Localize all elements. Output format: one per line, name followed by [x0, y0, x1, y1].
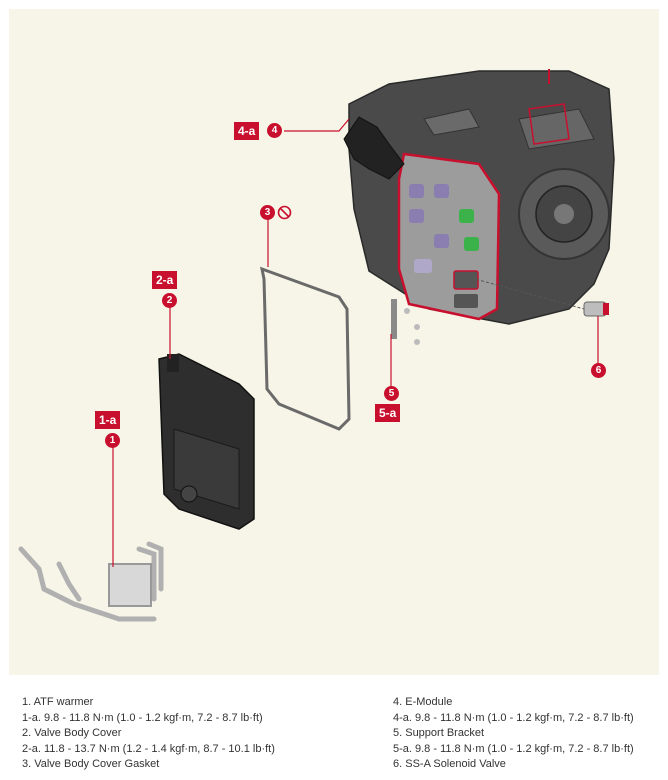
- legend-item: 6. SS-A Solenoid Valve: [393, 758, 506, 770]
- legend-item: 5. Support Bracket: [393, 727, 485, 739]
- solenoid-valve: [583, 301, 609, 317]
- legend-item: 3. Valve Body Cover Gasket: [22, 758, 160, 770]
- legend-item: 2. Valve Body Cover: [22, 727, 122, 739]
- leader-lines: [112, 118, 599, 567]
- legend-item: 4. E-Module: [393, 696, 453, 708]
- gasket: [260, 266, 351, 431]
- legend-item: 4-a. 9.8 - 11.8 N·m (1.0 - 1.2 kgf·m, 7.…: [393, 711, 634, 724]
- support-bracket: [391, 299, 420, 345]
- callout-1a-tag: 1-a: [95, 411, 121, 429]
- callout-4a-tag: 4-a: [234, 122, 260, 140]
- no-reuse-icon: [277, 205, 292, 220]
- callout-2-marker: 2: [162, 293, 177, 308]
- diagram-artwork: [18, 69, 615, 622]
- legend-item: 1. ATF warmer: [22, 696, 94, 708]
- callout-4-marker: 4: [267, 123, 282, 138]
- atf-warmer: [18, 541, 164, 622]
- legend-item: 1-a. 9.8 - 11.8 N·m (1.0 - 1.2 kgf·m, 7.…: [22, 711, 263, 724]
- callout-3-marker: 3: [260, 205, 275, 220]
- legend-item: 5-a. 9.8 - 11.8 N·m (1.0 - 1.2 kgf·m, 7.…: [393, 742, 634, 755]
- legend-right: 4. E-Module 4-a. 9.8 - 11.8 N·m (1.0 - 1…: [393, 695, 634, 773]
- e-module: [397, 152, 501, 321]
- callout-1-marker: 1: [105, 433, 120, 448]
- legend-item: 2-a. 11.8 - 13.7 N·m (1.2 - 1.4 kgf·m, 8…: [22, 742, 275, 755]
- callout-5a-tag: 5-a: [375, 404, 401, 422]
- callout-2a-tag: 2-a: [152, 271, 178, 289]
- callout-6-marker: 6: [591, 363, 606, 378]
- solenoid-leader: [456, 273, 585, 310]
- valve-body-cover: [158, 353, 255, 530]
- legend-left: 1. ATF warmer 1-a. 9.8 - 11.8 N·m (1.0 -…: [22, 695, 275, 773]
- exploded-diagram: 1-a 1 2-a 2 3 4-a 4 5 5-a 6: [9, 9, 659, 675]
- callout-5-marker: 5: [384, 386, 399, 401]
- wiring-harness: [343, 116, 405, 180]
